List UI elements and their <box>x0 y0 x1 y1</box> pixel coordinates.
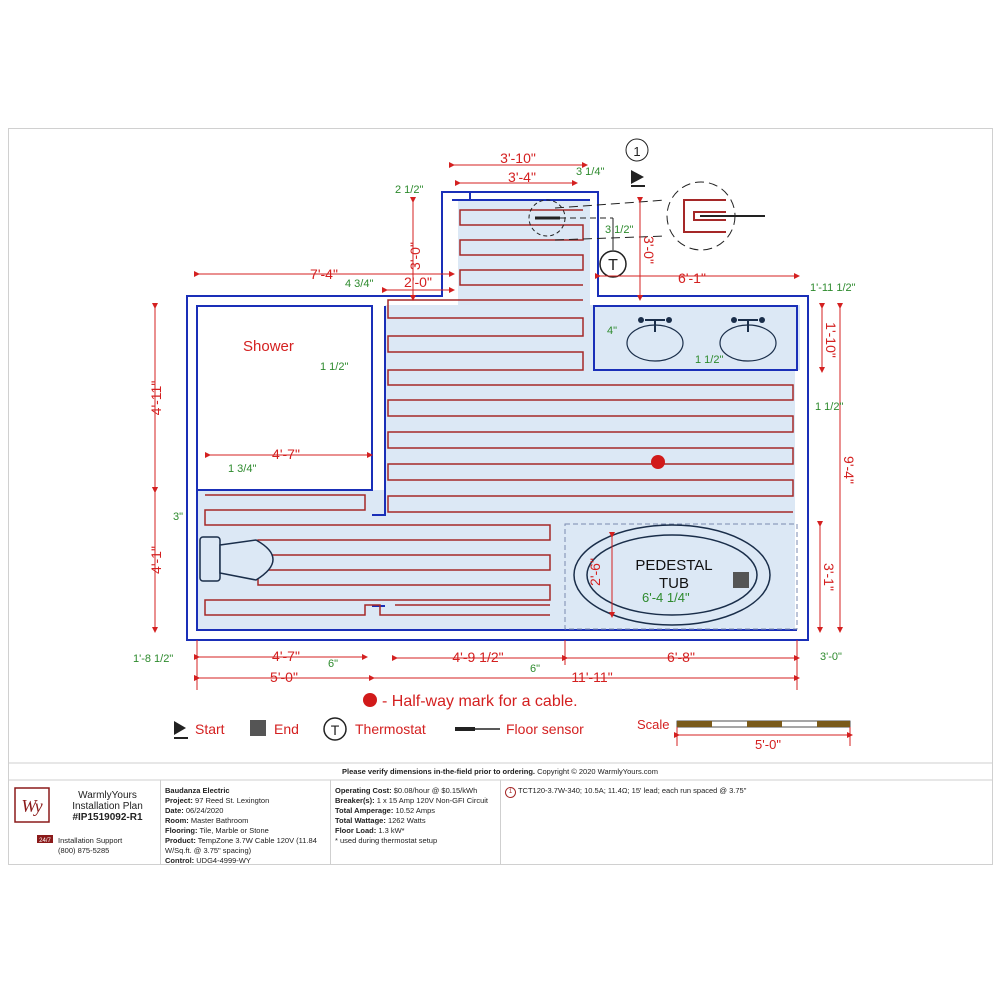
legend: - Half-way mark for a cable. Start End T… <box>174 693 853 752</box>
svg-text:3'-1": 3'-1" <box>821 563 837 591</box>
thermostat-legend-text: Thermostat <box>355 721 426 737</box>
support-phone[interactable]: (800) 875-5285 <box>58 846 110 855</box>
svg-text:4'-9 1/2": 4'-9 1/2" <box>452 649 503 665</box>
svg-text:6'-8": 6'-8" <box>667 649 695 665</box>
svg-text:6": 6" <box>328 658 338 670</box>
svg-text:T: T <box>608 257 618 274</box>
svg-text:1 3/4": 1 3/4" <box>228 463 256 475</box>
svg-text:3 1/4": 3 1/4" <box>576 166 604 178</box>
svg-text:1 1/2": 1 1/2" <box>320 361 348 373</box>
company-name: WarmlyYours <box>78 790 137 801</box>
project-block: Baudanza Electric Project: 97 Reed St. L… <box>165 786 317 865</box>
svg-text:24/7: 24/7 <box>39 838 51 844</box>
svg-text:1: 1 <box>633 144 640 159</box>
end-legend-text: End <box>274 721 299 737</box>
svg-text:6": 6" <box>530 663 540 675</box>
svg-text:3'-0": 3'-0" <box>641 236 657 264</box>
svg-text:4'-11": 4'-11" <box>148 381 164 416</box>
svg-text:1'-10": 1'-10" <box>823 322 839 358</box>
walls <box>186 191 809 641</box>
electrical-block: Operating Cost: $0.08/hour @ $0.15/kWh B… <box>335 786 488 845</box>
svg-text:9'-4": 9'-4" <box>841 456 857 484</box>
svg-text:Wy: Wy <box>21 796 42 816</box>
svg-text:1 1/2": 1 1/2" <box>695 354 723 366</box>
dimension-lines <box>152 162 843 690</box>
thermostat: T <box>599 250 627 278</box>
tub-label-1: PEDESTAL <box>635 557 712 574</box>
cable-number-icon: 1 <box>505 787 516 798</box>
svg-text:5'-0": 5'-0" <box>755 737 781 752</box>
halfway-legend-text: - Half-way mark for a cable. <box>382 693 578 710</box>
svg-text:3'-10": 3'-10" <box>500 150 536 166</box>
svg-text:T: T <box>331 722 340 738</box>
start-icon <box>174 721 186 735</box>
svg-text:5'-0": 5'-0" <box>270 669 298 685</box>
svg-text:4": 4" <box>607 325 617 337</box>
svg-text:2'-0": 2'-0" <box>404 274 432 290</box>
thermostat-icon <box>323 717 347 741</box>
svg-text:4'-7": 4'-7" <box>272 446 300 462</box>
svg-text:2'-6": 2'-6" <box>587 558 603 586</box>
svg-text:1 1/2": 1 1/2" <box>815 401 843 413</box>
halfway-mark <box>651 455 665 469</box>
heating-cable <box>204 209 794 616</box>
svg-text:4'-7": 4'-7" <box>272 648 300 664</box>
tub-label-2: TUB <box>659 575 689 592</box>
start-legend-text: Start <box>195 721 225 737</box>
svg-text:6'-4 1/4": 6'-4 1/4" <box>642 590 690 605</box>
svg-text:2 1/2": 2 1/2" <box>395 184 423 196</box>
sensor-detail: 1 <box>554 138 765 251</box>
svg-text:4'-1": 4'-1" <box>148 546 164 574</box>
scale-bar: 5'-0" <box>674 720 853 752</box>
svg-text:4 3/4": 4 3/4" <box>345 278 373 290</box>
floor-sensor-legend-text: Floor sensor <box>506 721 584 737</box>
svg-text:3'-0": 3'-0" <box>407 242 423 270</box>
svg-text:7'-4": 7'-4" <box>310 266 338 282</box>
svg-text:3 1/2": 3 1/2" <box>605 224 633 236</box>
plan-id: #IP1519092-R1 <box>72 812 143 823</box>
svg-text:1'-11 1/2": 1'-11 1/2" <box>810 282 856 294</box>
svg-text:3'-4": 3'-4" <box>508 169 536 185</box>
verify-notice: Please verify dimensions in-the-field pr… <box>342 767 658 776</box>
pedestal-tub <box>564 523 798 630</box>
shower-label: Shower <box>243 338 294 355</box>
end-marker <box>733 572 749 588</box>
dimension-labels: 3'-10" 3'-4" 3'-0" 3'-0" 7'-4" 2'-0" 6'-… <box>148 150 857 685</box>
plan-title: Installation Plan <box>72 801 143 812</box>
svg-text:11'-11": 11'-11" <box>571 669 612 685</box>
support-label: Installation Support <box>58 836 123 845</box>
end-icon <box>250 720 266 736</box>
svg-text:3'-0": 3'-0" <box>820 651 842 663</box>
company-block: WarmlyYours Installation Plan #IP1519092… <box>55 790 160 823</box>
svg-text:3": 3" <box>173 511 183 523</box>
svg-text:6'-1": 6'-1" <box>678 270 706 286</box>
sink-left <box>626 317 684 362</box>
sink-right <box>719 317 777 362</box>
scale-label: Scale <box>637 717 670 732</box>
halfway-legend-icon <box>363 693 377 707</box>
company-logo: Wy 24/7 <box>14 787 53 844</box>
toilet <box>199 536 274 582</box>
spacing-labels: 2 1/2" 3 1/4" 3 1/2" 4 3/4" 1'-11 1/2" 4… <box>133 166 856 675</box>
svg-text:1'-8 1/2": 1'-8 1/2" <box>133 653 173 665</box>
cable-spec: 1 TCT120-3.7W-340; 10.5A; 11.4Ω; 15' lea… <box>505 786 985 798</box>
floor-sensor <box>528 199 614 250</box>
